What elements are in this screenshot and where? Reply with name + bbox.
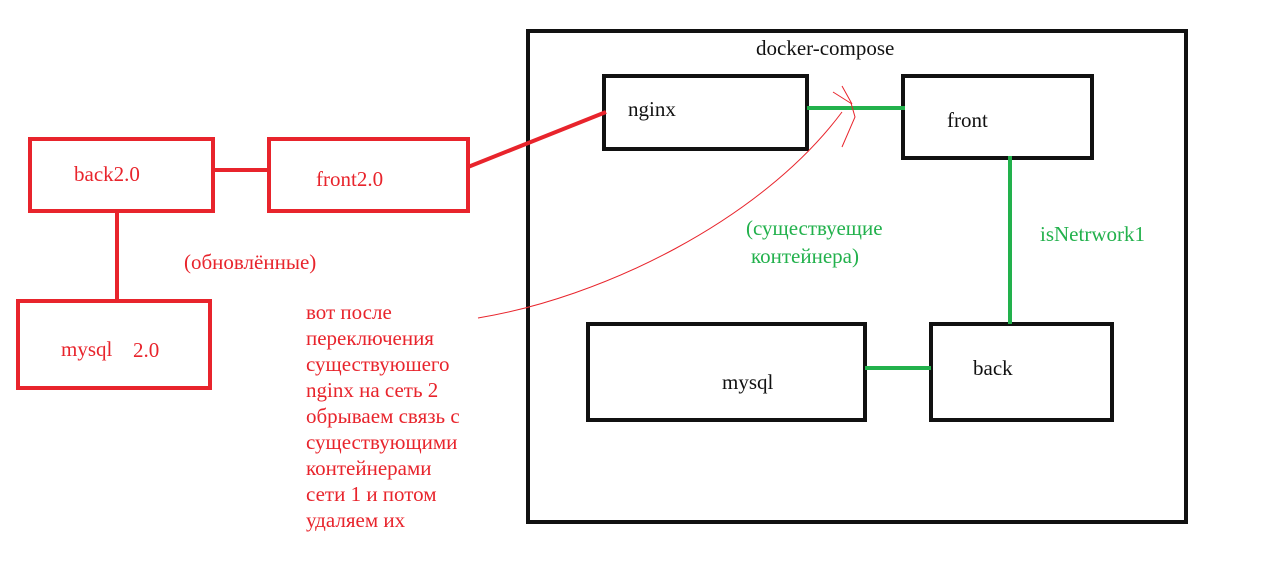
- mysql2-box: [16, 299, 212, 390]
- note-line: вот после: [306, 300, 392, 324]
- mysql2-name-label: mysql: [61, 337, 113, 361]
- note-line: удаляем их: [306, 508, 406, 532]
- front2-label: front2.0: [316, 167, 384, 191]
- switch-note: вот после переключения существуюшего ngi…: [306, 299, 460, 533]
- nginx-label: nginx: [628, 97, 676, 121]
- mysql2-version-label: 2.0: [133, 338, 160, 362]
- network-label: isNetrwork1: [1040, 222, 1145, 246]
- note-line: сети 1 и потом: [306, 482, 437, 506]
- mysql-box: [586, 322, 867, 422]
- front-label: front: [947, 108, 988, 132]
- note-line: nginx на сеть 2: [306, 378, 439, 402]
- front2-box: [267, 137, 470, 213]
- updated-group-label: (обновлённые): [184, 250, 317, 274]
- existing-group-label-1: (существуещие: [746, 216, 883, 240]
- switch-arrow: [477, 111, 843, 319]
- note-line: обрываем связь с: [306, 404, 460, 428]
- back-box: [929, 322, 1114, 422]
- note-line: контейнерами: [306, 456, 432, 480]
- docker-compose-title: docker-compose: [756, 36, 895, 60]
- note-line: существующими: [306, 430, 458, 454]
- docker-compose-boundary: [526, 29, 1188, 524]
- back2-label: back2.0: [74, 162, 140, 186]
- front2-nginx-link: [467, 110, 607, 169]
- switch-arrow-head: [832, 85, 856, 148]
- back-label: back: [973, 356, 1013, 380]
- mysql-label: mysql: [722, 370, 774, 394]
- note-line: переключения: [306, 326, 434, 350]
- back2-box: [28, 137, 215, 213]
- front-box: [901, 74, 1094, 160]
- note-line: существуюшего: [306, 352, 450, 376]
- existing-group-label-2: контейнера): [751, 244, 859, 268]
